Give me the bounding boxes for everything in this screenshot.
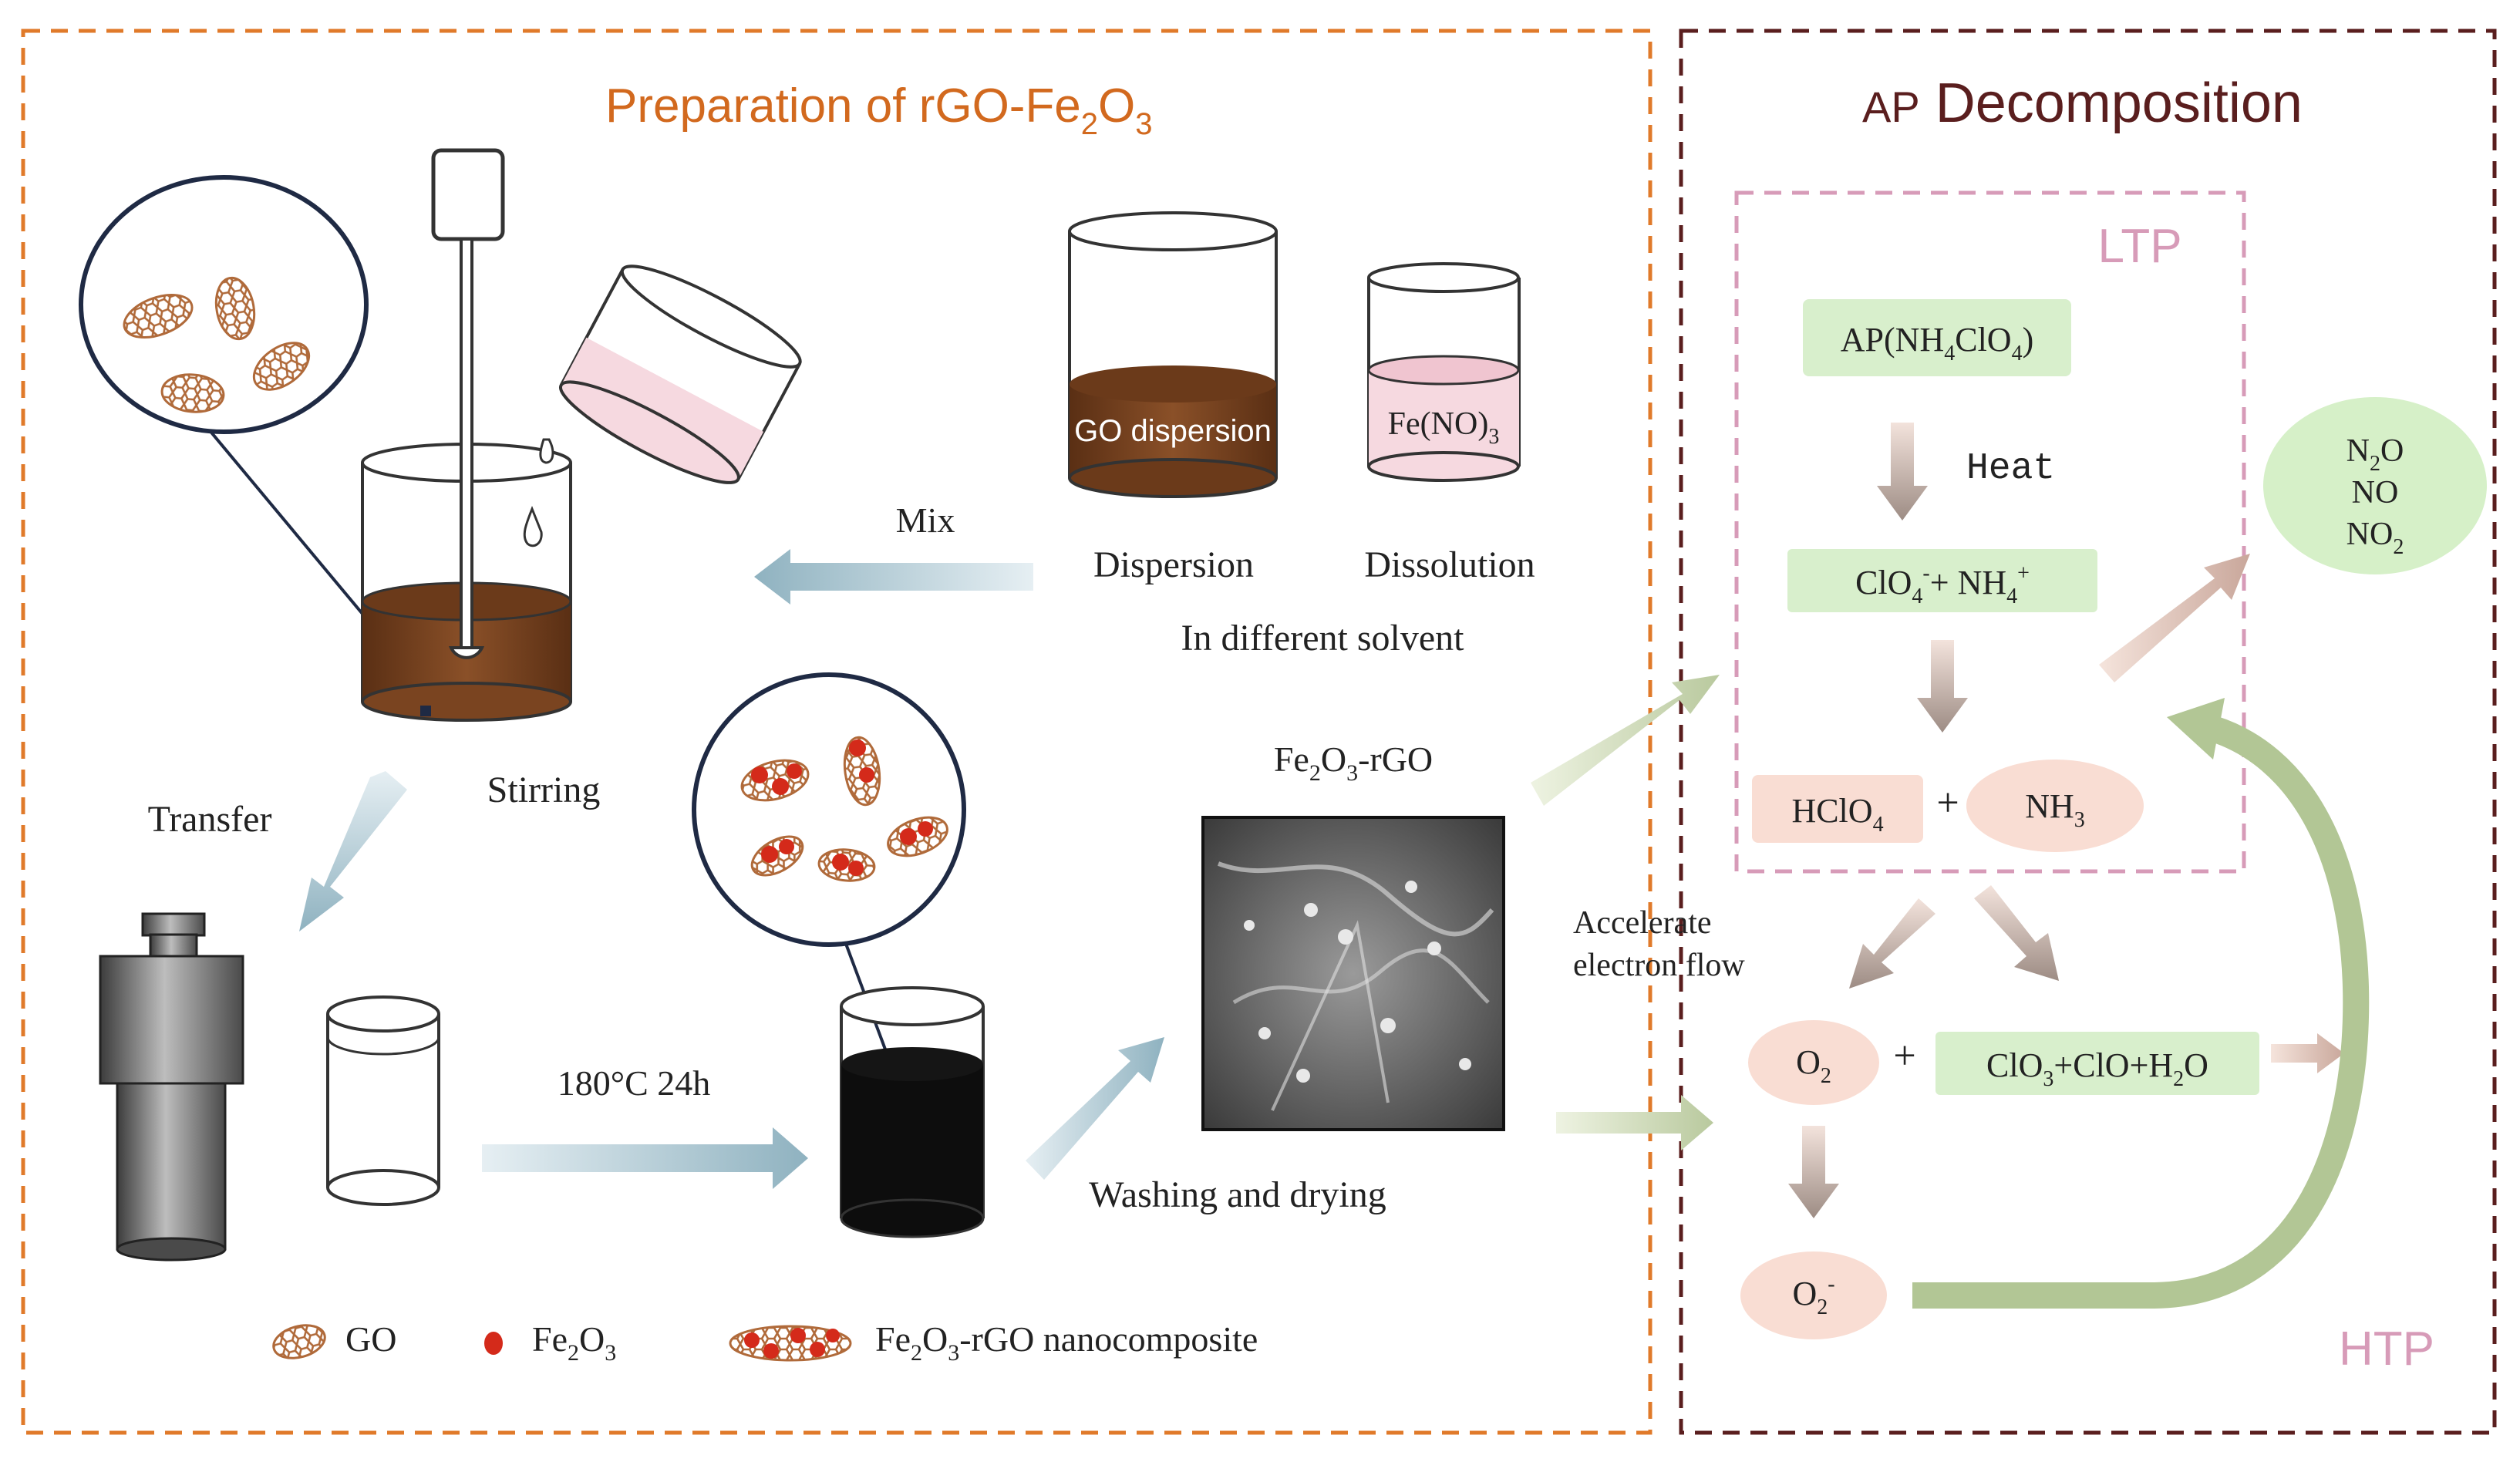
o2-minus-formula: O2- — [1792, 1272, 1834, 1319]
legend-composite-label: Fe2O3-rGO nanocomposite — [875, 1319, 1258, 1366]
heat-down-arrow-icon — [1877, 423, 1928, 520]
go-legend-icon — [272, 1324, 326, 1359]
autoclave-icon — [99, 912, 244, 1262]
stirring-label: Stirring — [487, 770, 601, 810]
plus-sign-2: + — [1893, 1034, 1915, 1078]
ions-down-arrow-icon — [1917, 640, 1968, 733]
products-right-arrow-icon — [2271, 1033, 2344, 1073]
pouring-beaker — [559, 264, 802, 484]
go-flake-icon — [252, 342, 311, 391]
ions-box — [1787, 549, 2097, 612]
products-formula: ClO3+ClO+H2O — [1986, 1046, 2208, 1091]
right-panel-title: AP Decomposition — [1862, 72, 2303, 134]
sem-caption: Fe2O3-rGO — [1274, 739, 1433, 786]
go-magnifier — [79, 175, 418, 680]
o2-down-arrow-icon — [1788, 1126, 1839, 1218]
fe-nitrate-beaker: Fe(NO)3 — [1367, 262, 1521, 482]
electron-flow-label: electron flow — [1573, 948, 1745, 983]
mix-label: Mix — [896, 500, 955, 540]
nh3-formula: NH3 — [2025, 787, 2085, 832]
feedback-arrow-icon — [1912, 698, 2370, 1309]
ap-formula: AP(NH4ClO4) — [1841, 321, 2033, 366]
to-ltp-arrow-icon — [1531, 675, 1720, 806]
heat-label: Heat — [1966, 448, 2055, 490]
split-left-arrow-icon — [1849, 898, 1935, 989]
go-flake-icon — [160, 373, 225, 413]
transfer-label: Transfer — [148, 799, 272, 840]
sem-image — [1201, 816, 1505, 1131]
gas-products-ellipse — [2263, 397, 2487, 574]
composite-flake-icon — [740, 759, 810, 802]
reaction-condition-label: 180°C 24h — [558, 1063, 711, 1103]
legend-go-label: GO — [345, 1319, 396, 1359]
heat-arrow-icon — [482, 1127, 808, 1189]
water-drop-icon — [523, 505, 543, 547]
composite-flake-icon — [750, 835, 804, 877]
to-htp-arrow-icon — [1556, 1095, 1713, 1150]
plus-sign: + — [1936, 781, 1959, 825]
transfer-arrow-icon — [299, 771, 407, 931]
stirrer-rod-icon — [431, 148, 505, 659]
dispersion-label: Dispersion — [1093, 544, 1254, 585]
go-dispersion-label: GO dispersion — [1074, 414, 1272, 448]
go-flake-icon — [214, 276, 256, 341]
o2-minus-ellipse — [1740, 1251, 1887, 1339]
ltp-label: LTP — [2097, 220, 2181, 273]
composite-flake-icon — [887, 816, 948, 857]
washing-arrow-icon — [1026, 1037, 1164, 1180]
fe2o3-legend-icon — [484, 1332, 503, 1355]
ap-formula-box — [1803, 299, 2071, 376]
split-right-arrow-icon — [1974, 885, 2059, 981]
left-panel-frame — [21, 29, 1652, 1435]
left-panel-title: Preparation of rGO-Fe2O3 — [605, 79, 1153, 141]
ions-formula: ClO4-+ NH4+ — [1855, 561, 2030, 608]
gas-no2: NO2 — [2346, 517, 2404, 559]
o2-formula: O2 — [1796, 1043, 1831, 1088]
dissolution-label: Dissolution — [1364, 544, 1535, 585]
washing-label: Washing and drying — [1089, 1174, 1386, 1215]
gas-n2o: N2O — [2346, 433, 2404, 476]
products-box — [1935, 1032, 2259, 1095]
nh3-ellipse — [1966, 760, 2144, 852]
right-panel-frame — [1679, 29, 2497, 1435]
mix-arrow-icon — [754, 549, 1033, 605]
htp-label: HTP — [2339, 1322, 2434, 1376]
legend: GO Fe2O3 Fe2O3-rGO nanocomposite — [272, 1319, 1258, 1366]
product-beaker — [840, 986, 985, 1238]
fe-nitrate-label: Fe(NO)3 — [1388, 406, 1500, 449]
go-flake-icon — [123, 294, 194, 339]
composite-legend-icon — [729, 1325, 852, 1362]
legend-fe2o3-label: Fe2O3 — [532, 1319, 616, 1366]
composite-flake-icon — [843, 736, 881, 807]
ltp-frame — [1734, 190, 2246, 874]
different-solvent-label: In different solvent — [1181, 618, 1464, 659]
liner-beaker — [326, 995, 440, 1206]
composite-flake-icon — [817, 848, 876, 882]
accelerate-label: Accelerate — [1573, 905, 1712, 941]
water-drop-icon — [539, 438, 554, 464]
go-dispersion-beaker: GO dispersion — [1068, 211, 1278, 498]
composite-magnifier — [692, 672, 966, 1127]
gas-up-arrow-icon — [2099, 554, 2250, 682]
hclo4-box — [1752, 775, 1923, 843]
hclo4-formula: HClO4 — [1791, 792, 1883, 837]
o2-ellipse — [1748, 1020, 1879, 1105]
gas-no: NO — [2352, 475, 2399, 510]
